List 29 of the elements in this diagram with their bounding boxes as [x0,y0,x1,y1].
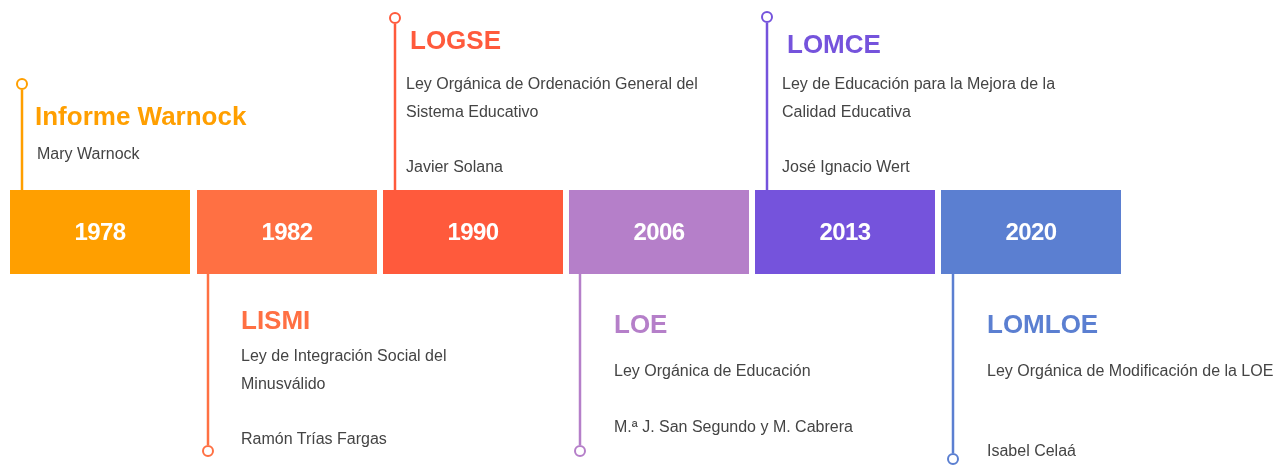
year-box: 2013 [755,190,935,274]
event-title: Informe Warnock [35,100,248,132]
event-text: Ley Orgánica de Modificación de la LOE [987,361,1275,381]
leader-line [20,90,24,190]
year-box: 1990 [383,190,563,274]
leader-line [765,23,769,190]
event-text: Ramón Trías Fargas [241,429,388,449]
event-title: LOMCE [787,28,882,60]
leader-line [951,274,955,453]
event-title: LOMLOE [987,308,1100,340]
year-box: 1982 [197,190,377,274]
leader-line [206,274,210,445]
event-text: Isabel Celaá [987,441,1077,461]
event-title: LOGSE [410,24,502,56]
event-text: M.ª J. San Segundo y M. Cabrera [614,417,854,437]
event-text: Ley Orgánica de Educación [614,361,812,381]
event-title: LISMI [241,304,312,336]
year-box: 1978 [10,190,190,274]
leader-line [578,274,582,445]
event-text: Mary Warnock [37,144,141,164]
event-text: Ley de Integración Social del Minusválido [241,346,448,394]
event-text: Ley de Educación para la Mejora de la Calidad Educativa [782,74,1057,122]
event-text: José Ignacio Wert [782,157,911,177]
leader-line [393,24,397,190]
event-text: Ley Orgánica de Ordenación General del Sistema Educativo [406,74,699,122]
year-box: 2020 [941,190,1121,274]
year-box: 2006 [569,190,749,274]
event-text: Javier Solana [406,157,504,177]
event-title: LOE [614,308,669,340]
